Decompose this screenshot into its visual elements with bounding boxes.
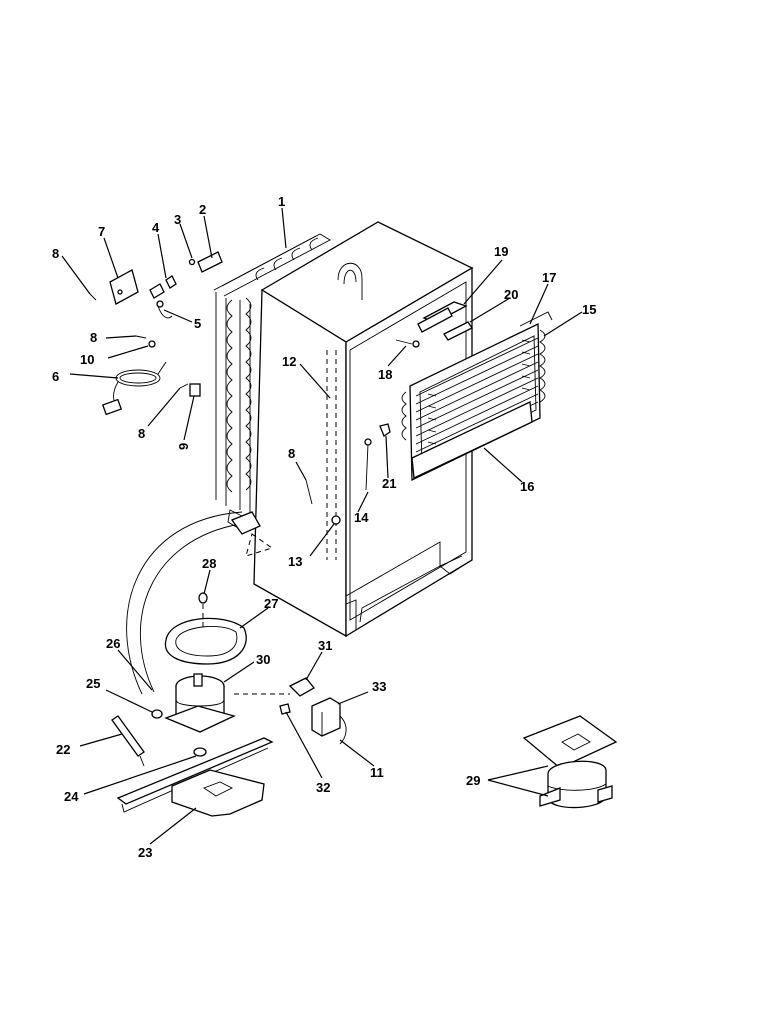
grommet-13: [331, 515, 341, 525]
callout-4: 4: [152, 220, 160, 235]
part-2-3: [188, 251, 223, 273]
callout-30: 30: [256, 652, 270, 667]
callout-10: 10: [80, 352, 94, 367]
callout-31: 31: [318, 638, 332, 653]
callout-1: 1: [278, 194, 285, 209]
part-10: [135, 335, 156, 348]
callout-25: 25: [86, 676, 100, 691]
base-plate-23: [171, 769, 265, 817]
clip-14: [364, 438, 372, 491]
callout-23: 23: [138, 845, 152, 860]
condenser-assembly: [401, 311, 553, 482]
callout-14: 14: [354, 510, 369, 525]
callout-28: 28: [202, 556, 216, 571]
callout-3: 3: [174, 212, 181, 227]
callout-16: 16: [520, 479, 534, 494]
cabinet-shell: [253, 221, 474, 638]
bracket-7: [109, 269, 139, 305]
callout-12: 12: [282, 354, 296, 369]
base-rail-24: [116, 737, 274, 813]
callout-21: 21: [382, 476, 396, 491]
callout-7: 7: [98, 224, 105, 239]
relay-4-5: [149, 275, 177, 319]
screw-8-side: [305, 479, 313, 505]
plug-28: [198, 592, 208, 604]
callout-5: 5: [194, 316, 201, 331]
callout-6: 6: [52, 369, 59, 384]
callout-29: 29: [466, 773, 480, 788]
grommet-25: [151, 709, 163, 719]
back-condenser-coil: [213, 233, 331, 529]
compressor-30: [164, 673, 236, 733]
callout-24: 24: [64, 789, 79, 804]
callout-19: 19: [494, 244, 508, 259]
drain-pan-27: [164, 604, 247, 665]
drain-hose-26: [126, 511, 274, 695]
callout-8-top: 8: [52, 246, 59, 261]
callout-8-side: 8: [288, 446, 295, 461]
drier-22: [111, 715, 145, 767]
callout-labels: 1 2 3 4 5 6 7 8 8 8 8 9 10 11 12 13 14 1…: [52, 194, 596, 860]
callout-17: 17: [542, 270, 556, 285]
callout-27: 27: [264, 596, 278, 611]
callout-33: 33: [372, 679, 386, 694]
callout-20: 20: [504, 287, 518, 302]
fitting-18: [395, 339, 420, 348]
screw-8-top: [89, 293, 97, 301]
callout-8-mid: 8: [90, 330, 97, 345]
leader-lines: [61, 207, 583, 845]
part-32: [279, 703, 291, 715]
compressor-assembly-29: [522, 715, 618, 809]
bracket-19-20: [417, 301, 473, 341]
callout-22: 22: [56, 742, 70, 757]
callout-18: 18: [378, 367, 392, 382]
callout-8-low: 8: [138, 426, 145, 441]
callout-9: 9: [176, 443, 191, 450]
power-cord-6: [101, 361, 167, 416]
callout-11: 11: [370, 765, 384, 780]
callout-2: 2: [199, 202, 206, 217]
capacitor-33: [311, 697, 347, 745]
part-9: [179, 383, 201, 397]
relay-31: [288, 677, 315, 697]
callout-32: 32: [316, 780, 330, 795]
callout-15: 15: [582, 302, 596, 317]
clip-21: [379, 423, 391, 437]
callout-26: 26: [106, 636, 120, 651]
callout-13: 13: [288, 554, 302, 569]
